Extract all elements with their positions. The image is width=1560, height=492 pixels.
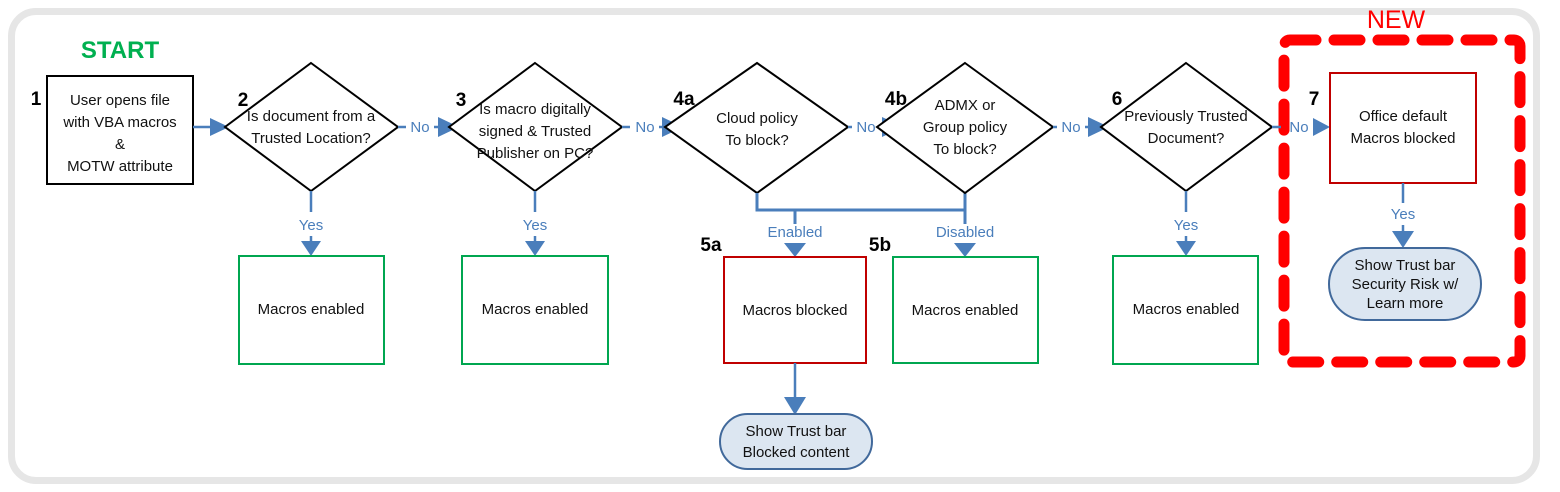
edge-6-no-label: No [1289,119,1308,136]
edge-6-no: No [1272,118,1330,136]
arrowhead-7-yes [1392,231,1414,248]
node-2-line-1: Is document from a [247,108,376,125]
edge-4b-no: No [1053,117,1109,137]
node-3-number: 3 [456,90,467,111]
node-5b-macros-enabled[interactable]: 5b Macros enabled [869,235,1039,364]
arrowhead-1-to-2 [210,118,229,136]
node-4b-shape [875,61,1055,195]
node-1-line-3: & [115,136,125,153]
node-4a-line-1: Cloud policy [716,110,798,127]
node-5a-number: 5a [700,235,722,256]
node-2-trusted-location[interactable]: 2 Is document from a Trusted Location? [223,61,400,193]
node-2-yes-label: Macros enabled [258,301,365,318]
node-4b-line-3: To block? [933,141,996,158]
node-5a-terminator-line-1: Show Trust bar [746,423,847,440]
node-7-number: 7 [1309,89,1320,110]
edge-5a-to-terminator [784,363,806,415]
node-1-number: 1 [31,89,42,110]
node-3-yes-label: Macros enabled [482,301,589,318]
node-5b-shape [892,256,1039,364]
edge-2-yes-label: Yes [299,217,323,234]
node-3-yes-macros-enabled[interactable]: Macros enabled [461,255,609,365]
node-1-line-2: with VBA macros [62,114,176,131]
node-2-yes-shape [238,255,385,365]
arrowhead-4b-no [1088,117,1109,137]
node-2-shape [223,61,400,193]
node-7-shape [1329,72,1477,184]
node-6-shape [1099,61,1274,193]
node-3-line-3: Publisher on PC? [477,145,594,162]
node-1-shape [46,75,194,185]
node-3-digitally-signed[interactable]: 3 Is macro digitally signed & Trusted Pu… [447,61,624,193]
edge-3-no-label: No [635,119,654,136]
new-badge: NEW [1367,6,1426,34]
node-3-line-1: Is macro digitally [479,101,591,118]
arrowhead-enabled [784,243,806,257]
node-4b-line-2: Group policy [923,119,1008,136]
new-highlight-region [1278,34,1526,368]
node-3-yes-shape [461,255,609,365]
node-7-terminator-show-trust-bar[interactable]: Show Trust bar Security Risk w/ Learn mo… [1328,247,1482,321]
node-6-line-1: Previously Trusted [1124,108,1247,125]
node-4b-number: 4b [885,89,907,110]
node-4b-admx-group-policy[interactable]: 4b ADMX or Group policy To block? [875,61,1055,195]
edge-policy-junction-rail: Enabled Disabled [755,193,994,257]
edge-2-yes: Yes [299,191,323,256]
node-7-terminator-shape [1328,247,1482,321]
arrowhead-3-yes [525,241,545,256]
node-5a-terminator-shape [719,413,873,470]
node-5a-terminator-show-trust-bar[interactable]: Show Trust bar Blocked content [719,413,873,470]
node-1-user-opens-file[interactable]: 1 User opens file with VBA macros & MOTW… [31,75,194,185]
node-5a-macros-blocked[interactable]: 5a Macros blocked [700,235,867,364]
outer-frame [8,8,1540,484]
node-7-terminator-line-2: Security Risk w/ [1352,276,1460,293]
edge-disabled-label: Disabled [936,224,994,241]
edge-7-yes-label: Yes [1391,206,1415,223]
node-6-yes-label: Macros enabled [1133,301,1240,318]
edge-4b-no-label: No [1061,119,1080,136]
node-5b-label: Macros enabled [912,302,1019,319]
node-4a-line-2: To block? [725,132,788,149]
arrowhead-disabled [954,243,976,257]
node-1-line-1: User opens file [70,92,170,109]
node-2-number: 2 [238,90,249,111]
node-7-terminator-line-3: Learn more [1367,295,1444,312]
edge-4a-no-label: No [856,119,875,136]
edge-enabled-label: Enabled [767,224,822,241]
edge-3-yes-label: Yes [523,217,547,234]
node-6-previously-trusted-document[interactable]: 6 Previously Trusted Document? [1099,61,1274,193]
node-6-yes-shape [1112,255,1259,365]
arrowhead-6-yes [1176,241,1196,256]
node-4a-cloud-policy[interactable]: 4a Cloud policy To block? [663,61,850,195]
node-5b-number: 5b [869,235,891,256]
start-label: START [81,37,160,64]
edge-1-to-2 [193,118,229,136]
node-4a-number: 4a [673,89,695,110]
node-7-line-2: Macros blocked [1350,130,1455,147]
node-6-line-2: Document? [1148,130,1225,147]
node-5a-terminator-line-2: Blocked content [743,444,851,461]
node-7-line-1: Office default [1359,108,1448,125]
node-4b-line-1: ADMX or [935,97,996,114]
node-4a-shape [663,61,850,195]
node-3-line-2: signed & Trusted [479,123,592,140]
node-7-terminator-line-1: Show Trust bar [1355,257,1456,274]
arrowhead-6-no [1313,118,1330,136]
node-6-number: 6 [1112,89,1123,110]
arrowhead-5a-term [784,397,806,415]
arrowhead-2-yes [301,241,321,256]
node-1-line-4: MOTW attribute [67,158,173,175]
node-2-line-2: Trusted Location? [251,130,371,147]
edge-6-yes: Yes [1174,191,1198,256]
node-5a-shape [723,256,867,364]
node-2-yes-macros-enabled[interactable]: Macros enabled [238,255,385,365]
edge-7-yes: Yes [1391,183,1415,248]
edge-6-yes-label: Yes [1174,217,1198,234]
edge-3-yes: Yes [523,191,547,256]
edge-2-no-label: No [410,119,429,136]
node-6-yes-macros-enabled[interactable]: Macros enabled [1112,255,1259,365]
node-7-office-default-macros-blocked[interactable]: 7 Office default Macros blocked [1309,72,1477,184]
node-5a-label: Macros blocked [742,302,847,319]
